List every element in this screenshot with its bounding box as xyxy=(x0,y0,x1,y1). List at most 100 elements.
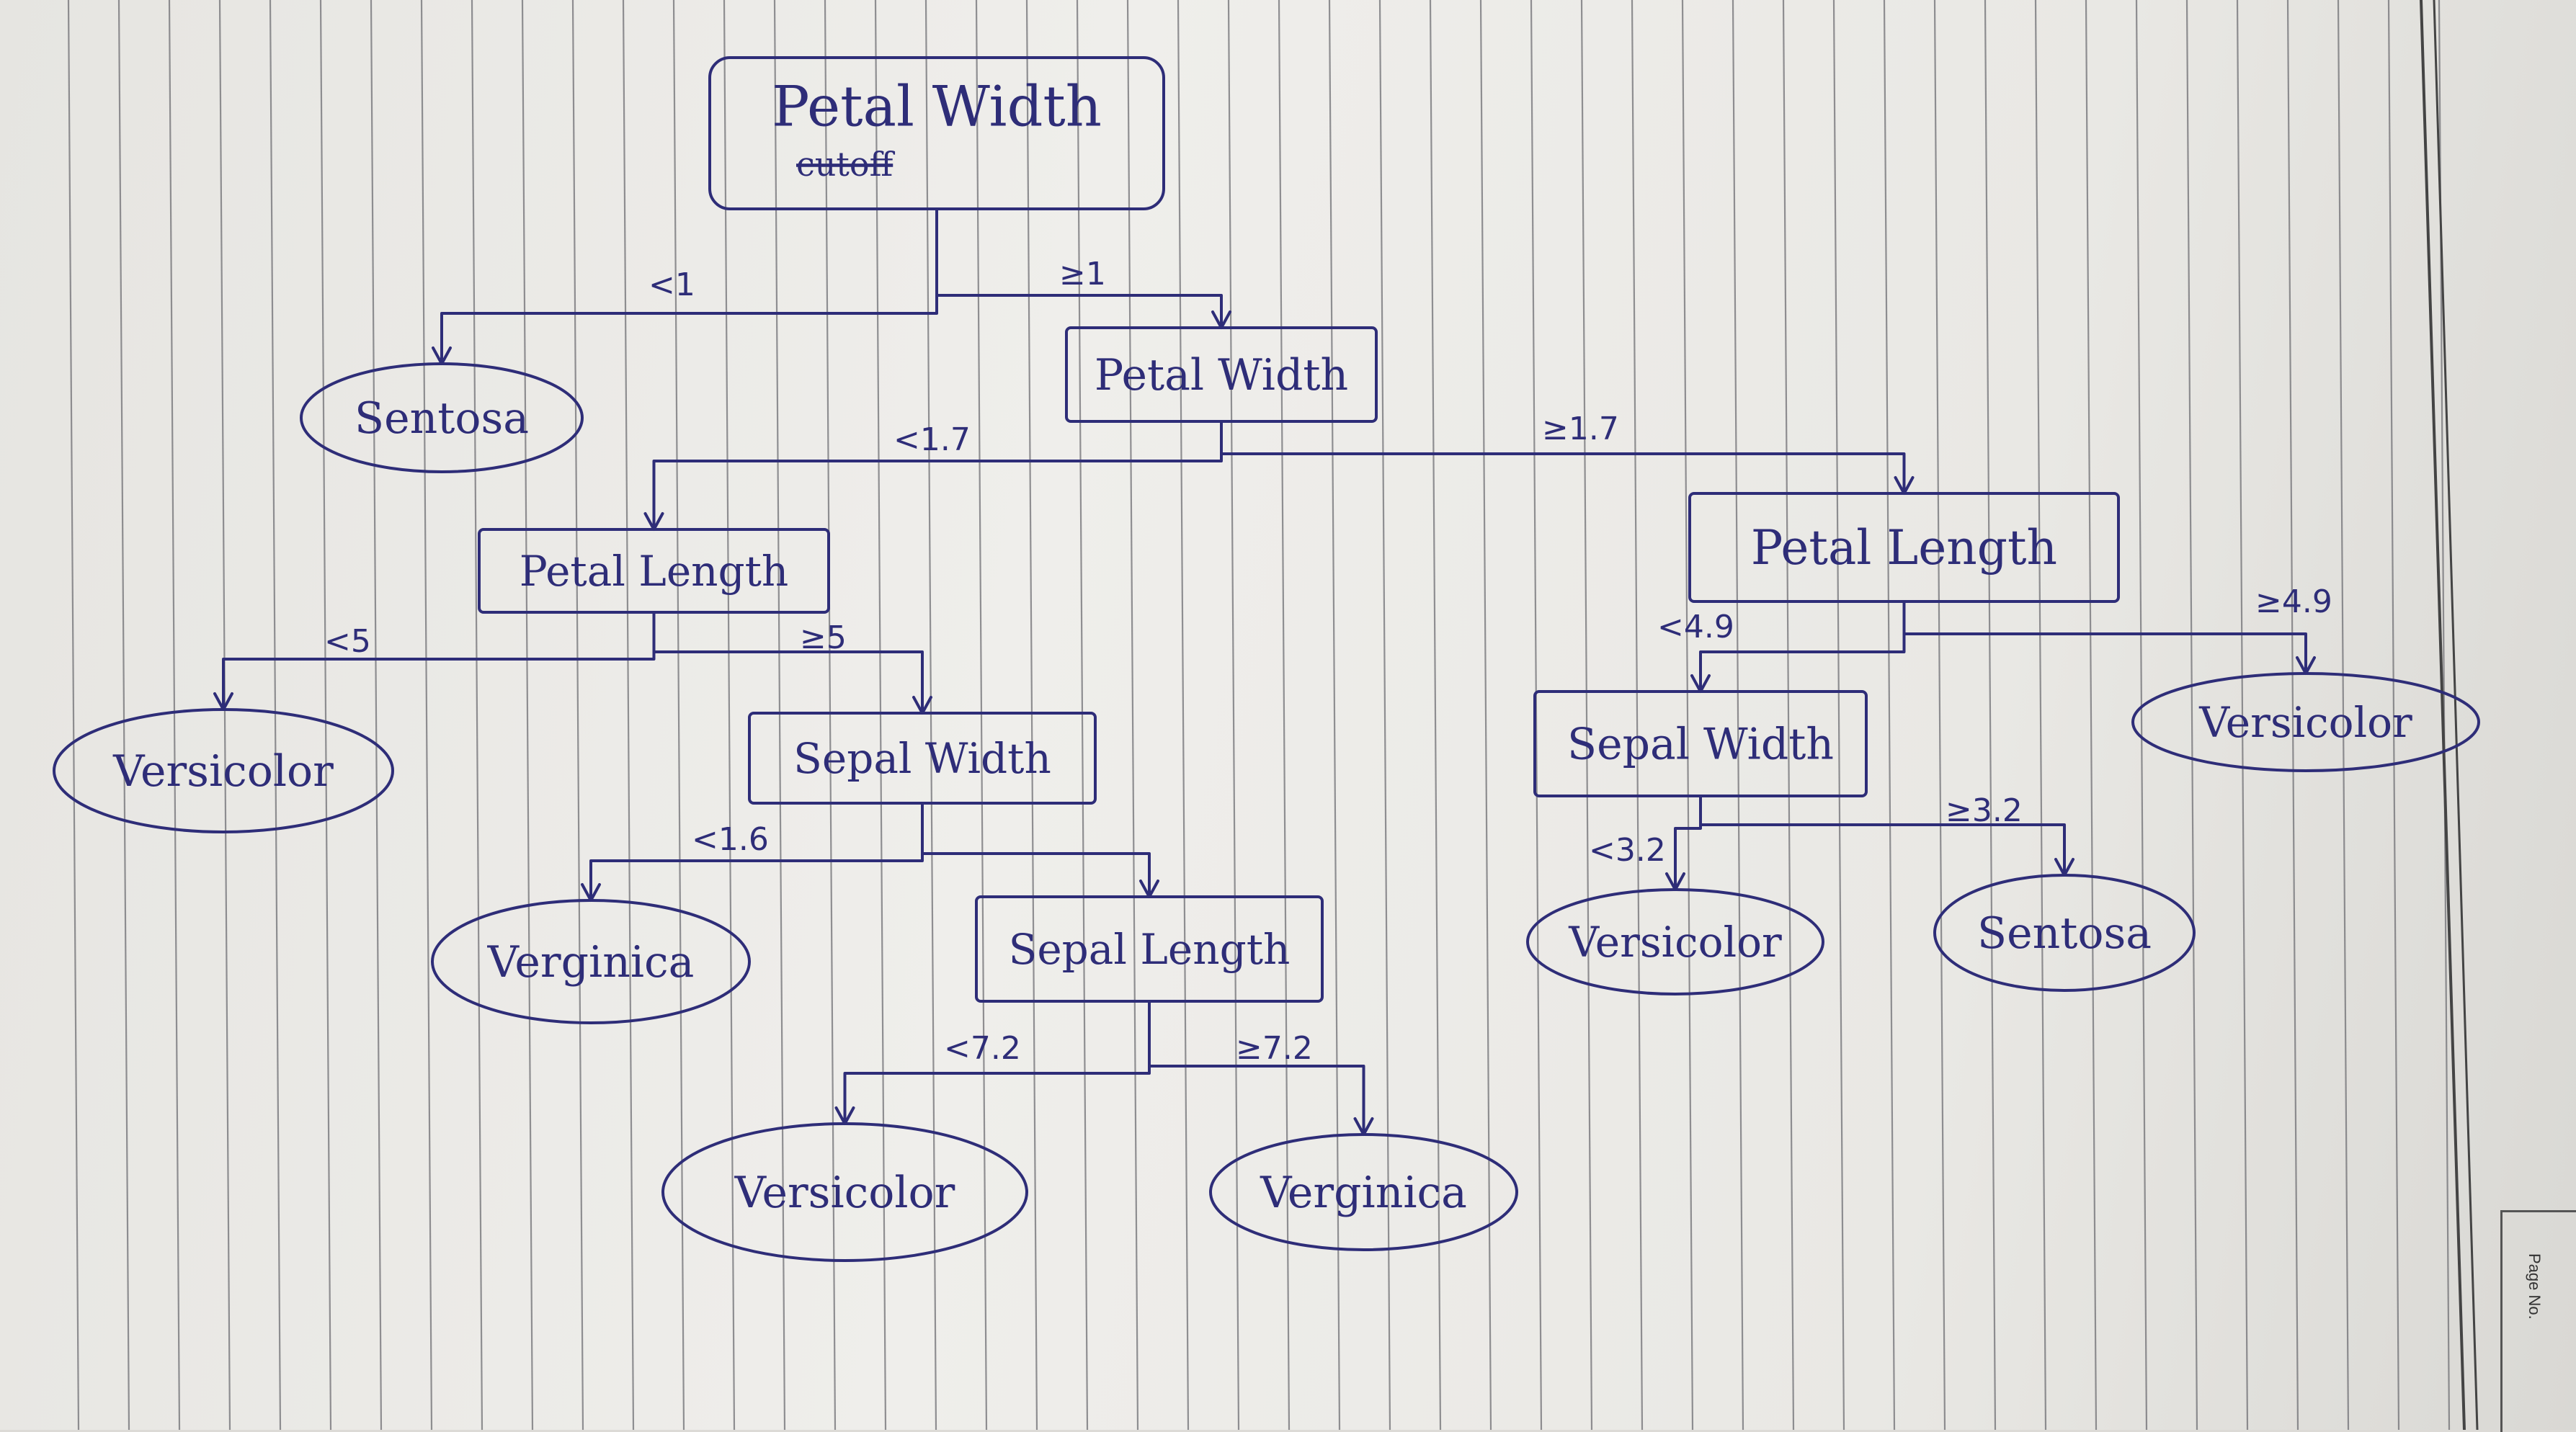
ruled-line xyxy=(2135,0,2148,1430)
decision-box xyxy=(478,528,830,614)
ruled-line xyxy=(1177,0,1190,1430)
leaf-ellipse xyxy=(431,899,751,1024)
ruled-line xyxy=(1278,0,1291,1430)
ruled-line xyxy=(1328,0,1341,1430)
ruled-line xyxy=(924,0,937,1430)
tree-edge xyxy=(921,802,1151,898)
leaf-node: Verginica xyxy=(431,899,751,1024)
ruled-line xyxy=(67,0,80,1430)
edge-label: <4.9 xyxy=(1657,609,1734,645)
decision-box xyxy=(748,712,1097,805)
decision-box xyxy=(708,56,1165,210)
ruled-line xyxy=(521,0,534,1430)
node-sublabel: cutoff xyxy=(796,145,896,184)
ruled-line xyxy=(1681,0,1694,1430)
ruled-line xyxy=(1025,0,1038,1430)
decision-node: Sepal Width xyxy=(748,712,1097,805)
ruled-line xyxy=(319,0,332,1430)
ruled-line xyxy=(773,0,786,1430)
ruled-line xyxy=(269,0,282,1430)
ruled-line xyxy=(2034,0,2047,1430)
node-label: Versicolor xyxy=(2198,698,2412,747)
leaf-node: Versicolor xyxy=(1526,888,1824,995)
decision-node: Petal Length xyxy=(478,528,830,614)
ruled-line xyxy=(2337,0,2350,1430)
ruled-line xyxy=(1883,0,1896,1430)
ruled-line xyxy=(1984,0,1997,1430)
decision-box xyxy=(1533,690,1868,797)
page-number-box xyxy=(2500,1210,2576,1432)
edge-label: <5 xyxy=(324,623,371,660)
ruled-line xyxy=(1378,0,1391,1430)
leaf-ellipse xyxy=(1209,1133,1518,1251)
leaf-ellipse xyxy=(300,362,584,473)
ruled-line xyxy=(975,0,988,1430)
ruled-line xyxy=(2236,0,2249,1430)
ruled-line xyxy=(2387,0,2400,1430)
tree-edge xyxy=(1699,795,2066,877)
ruled-line xyxy=(1832,0,1845,1430)
node-label: Petal Width xyxy=(772,75,1102,140)
ruled-line xyxy=(824,0,837,1430)
node-label: Petal Length xyxy=(520,547,789,596)
margin-line xyxy=(2433,0,2479,1430)
leaf-ellipse xyxy=(1933,874,2196,992)
ruled-line xyxy=(874,0,887,1430)
ruled-line xyxy=(1933,0,1946,1430)
leaf-ellipse xyxy=(661,1122,1028,1262)
ruled-line xyxy=(370,0,383,1430)
margin-line xyxy=(2420,0,2466,1430)
decision-box xyxy=(975,895,1324,1003)
leaf-node: Verginica xyxy=(1209,1133,1518,1251)
node-label: Sepal Width xyxy=(1567,720,1834,770)
leaf-node: Versicolor xyxy=(53,708,394,833)
decision-node: Sepal Length xyxy=(975,895,1324,1003)
ruled-line xyxy=(672,0,685,1430)
ruled-line xyxy=(1782,0,1795,1430)
tree-edge xyxy=(935,207,1223,329)
leaf-node: Versicolor xyxy=(2131,672,2480,772)
ruled-line xyxy=(2286,0,2299,1430)
ruled-line xyxy=(622,0,635,1430)
tree-edge xyxy=(1148,1000,1365,1136)
edge-label: ≥1 xyxy=(1059,256,1106,292)
ruled-line xyxy=(571,0,584,1430)
ruled-line xyxy=(218,0,231,1430)
leaf-node: Sentosa xyxy=(1933,874,2196,992)
decision-node: Sepal Width xyxy=(1533,690,1868,797)
ruled-line xyxy=(168,0,181,1430)
tree-edge xyxy=(222,611,656,711)
leaf-node: Versicolor xyxy=(661,1122,1028,1262)
ruled-line xyxy=(1479,0,1492,1430)
leaf-ellipse xyxy=(1526,888,1824,995)
ruled-line xyxy=(2185,0,2198,1430)
ruled-line xyxy=(1126,0,1139,1430)
ruled-line xyxy=(117,0,130,1430)
ruled-line xyxy=(1631,0,1644,1430)
ruled-line xyxy=(1227,0,1240,1430)
edge-label: ≥5 xyxy=(800,619,847,656)
node-label: Versicolor xyxy=(112,746,334,797)
edge-label: ≥1.7 xyxy=(1542,411,1619,447)
tree-edge xyxy=(652,611,924,715)
node-label: Petal Length xyxy=(1751,520,2057,576)
decision-node: Petal Width xyxy=(1065,326,1378,423)
edge-label: <1 xyxy=(649,267,695,303)
ruled-line xyxy=(420,0,433,1430)
leaf-node: Sentosa xyxy=(300,362,584,473)
node-label: Sentosa xyxy=(1977,908,2152,959)
edge-labels-layer: <1≥1<1.7≥1.7<5≥5<4.9≥4.9<1.6<3.2≥3.2<7.2… xyxy=(324,256,2332,1067)
leaf-ellipse xyxy=(2131,672,2480,772)
ruled-lines xyxy=(67,0,2479,1430)
node-label: Verginica xyxy=(1260,1168,1467,1218)
node-label: Sentosa xyxy=(355,393,529,444)
decision-box xyxy=(1065,326,1378,423)
edge-label: <3.2 xyxy=(1589,832,1666,869)
decision-node: Petal Length xyxy=(1688,492,2120,603)
ruled-line xyxy=(723,0,736,1430)
ruled-line xyxy=(1429,0,1442,1430)
decision-box xyxy=(1688,492,2120,603)
node-label: Sepal Length xyxy=(1009,925,1291,974)
